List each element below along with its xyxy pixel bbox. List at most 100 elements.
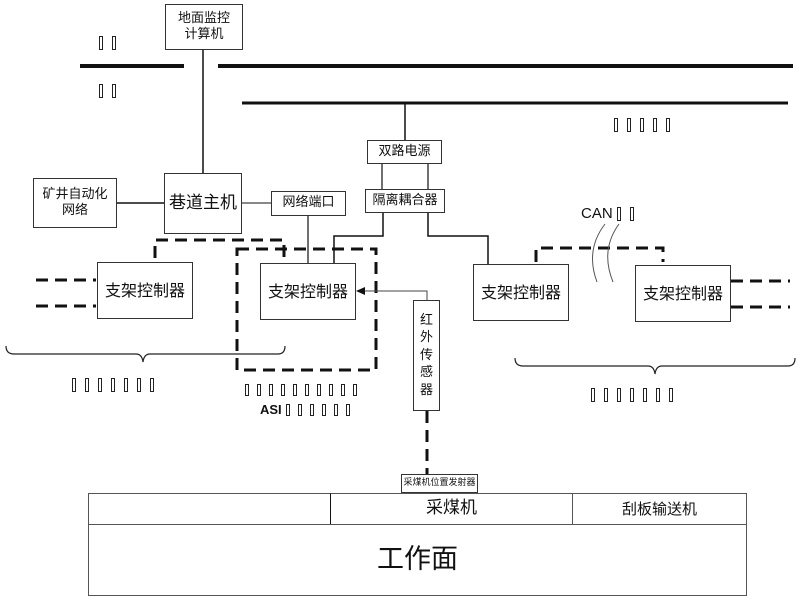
placeholder-glyph-icon bbox=[665, 118, 670, 132]
placeholder-glyph-icon bbox=[333, 403, 338, 416]
placeholder-glyph-icon bbox=[630, 206, 635, 221]
glyph-row-asi-upper bbox=[241, 384, 361, 396]
emitter-label: 采煤机位置发射器 bbox=[403, 477, 476, 488]
brace-right bbox=[514, 357, 796, 375]
support-controller-right2[interactable]: 支架控制器 bbox=[635, 265, 731, 322]
asi-text: ASI bbox=[260, 402, 282, 417]
placeholder-glyph-icon bbox=[305, 384, 309, 396]
shearer-position-emitter[interactable]: 采煤机位置发射器 bbox=[401, 474, 478, 493]
network-port[interactable]: 网络端口 bbox=[271, 191, 346, 216]
mine-network-line2: 网络 bbox=[61, 203, 88, 218]
working-face[interactable]: 工作面 bbox=[88, 524, 747, 596]
can-glyphs bbox=[613, 206, 639, 221]
placeholder-glyph-icon bbox=[98, 84, 103, 98]
sensor-char: 感 bbox=[419, 365, 433, 381]
controller-label: 支架控制器 bbox=[267, 281, 348, 301]
isolation-coupler[interactable]: 隔离耦合器 bbox=[365, 189, 445, 213]
placeholder-glyph-icon bbox=[111, 36, 116, 50]
sensor-char: 器 bbox=[419, 382, 433, 398]
placeholder-glyph-icon bbox=[613, 118, 618, 132]
placeholder-glyph-icon bbox=[123, 378, 128, 392]
dual-power-label: 双路电源 bbox=[378, 143, 431, 159]
support-controller-right1[interactable]: 支架控制器 bbox=[473, 264, 569, 321]
brace-left bbox=[5, 345, 286, 363]
shearer[interactable]: 采煤机 bbox=[330, 493, 573, 525]
placeholder-glyph-icon bbox=[341, 384, 345, 396]
dual-power-supply[interactable]: 双路电源 bbox=[367, 140, 442, 164]
glyph-row-bus-right bbox=[609, 118, 674, 132]
placeholder-glyph-icon bbox=[329, 384, 333, 396]
can-label: CAN bbox=[581, 205, 639, 222]
controller-label: 支架控制器 bbox=[642, 283, 723, 303]
sensor-char: 外 bbox=[419, 330, 433, 346]
support-controller-left[interactable]: 支架控制器 bbox=[97, 262, 193, 319]
can-arc-1 bbox=[592, 223, 606, 283]
placeholder-glyph-icon bbox=[257, 384, 261, 396]
working-face-label: 工作面 bbox=[377, 544, 458, 576]
support-controller-center[interactable]: 支架控制器 bbox=[260, 263, 356, 320]
dashed-enclosure bbox=[235, 247, 378, 372]
roadway-host-label: 巷道主机 bbox=[169, 192, 237, 213]
glyph-row-top-left-upper bbox=[94, 36, 120, 50]
placeholder-glyph-icon bbox=[668, 388, 673, 402]
network-port-label: 网络端口 bbox=[282, 195, 335, 211]
placeholder-glyph-icon bbox=[71, 378, 76, 392]
placeholder-glyph-icon bbox=[297, 403, 302, 416]
shearer-label: 采煤机 bbox=[426, 498, 477, 519]
isolation-coupler-label: 隔离耦合器 bbox=[372, 192, 438, 208]
controller-label: 支架控制器 bbox=[104, 280, 185, 300]
placeholder-glyph-icon bbox=[655, 388, 660, 402]
mine-automation-network[interactable]: 矿井自动化 网络 bbox=[33, 178, 117, 228]
placeholder-glyph-icon bbox=[245, 384, 249, 396]
dashed-link-right bbox=[534, 246, 665, 262]
placeholder-glyph-icon bbox=[626, 118, 631, 132]
placeholder-glyph-icon bbox=[149, 378, 154, 392]
placeholder-glyph-icon bbox=[111, 84, 116, 98]
asi-label: ASI bbox=[260, 402, 354, 417]
placeholder-glyph-icon bbox=[617, 206, 622, 221]
placeholder-glyph-icon bbox=[345, 403, 350, 416]
placeholder-glyph-icon bbox=[603, 388, 608, 402]
placeholder-glyph-icon bbox=[309, 403, 314, 416]
placeholder-glyph-icon bbox=[639, 118, 644, 132]
sensor-char: 传 bbox=[419, 347, 433, 363]
infrared-sensor[interactable]: 红 外 传 感 器 bbox=[413, 300, 440, 411]
placeholder-glyph-icon bbox=[98, 36, 103, 50]
roadway-host[interactable]: 巷道主机 bbox=[164, 173, 242, 234]
placeholder-glyph-icon bbox=[317, 384, 321, 396]
can-text: CAN bbox=[581, 205, 613, 222]
line-sensor-to-controller bbox=[363, 290, 428, 300]
controller-label: 支架控制器 bbox=[480, 282, 561, 302]
placeholder-glyph-icon bbox=[285, 403, 290, 416]
placeholder-glyph-icon bbox=[321, 403, 326, 416]
scraper-conveyor-label: 刮板输送机 bbox=[621, 499, 697, 518]
scraper-conveyor[interactable]: 刮板输送机 bbox=[572, 493, 747, 525]
ground-computer-line2: 计算机 bbox=[184, 27, 224, 42]
placeholder-glyph-icon bbox=[293, 384, 297, 396]
arrowhead-icon bbox=[356, 287, 365, 295]
ground-monitor-computer[interactable]: 地面监控 计算机 bbox=[165, 4, 243, 50]
placeholder-glyph-icon bbox=[269, 384, 273, 396]
asi-glyphs bbox=[282, 403, 354, 416]
placeholder-glyph-icon bbox=[616, 388, 621, 402]
placeholder-glyph-icon bbox=[353, 384, 357, 396]
placeholder-glyph-icon bbox=[136, 378, 141, 392]
placeholder-glyph-icon bbox=[97, 378, 102, 392]
ground-computer-line1: 地面监控 bbox=[177, 10, 230, 26]
placeholder-glyph-icon bbox=[652, 118, 657, 132]
placeholder-glyph-icon bbox=[629, 388, 634, 402]
placeholder-glyph-icon bbox=[281, 384, 285, 396]
glyph-row-left-group bbox=[67, 378, 158, 392]
sensor-char: 红 bbox=[419, 312, 433, 328]
placeholder-glyph-icon bbox=[110, 378, 115, 392]
line-coupler-to-right bbox=[427, 212, 489, 264]
placeholder-glyph-icon bbox=[642, 388, 647, 402]
mine-network-line1: 矿井自动化 bbox=[42, 186, 108, 202]
placeholder-glyph-icon bbox=[590, 388, 595, 402]
glyph-row-right-group bbox=[586, 388, 677, 402]
face-left-cell bbox=[88, 493, 331, 525]
placeholder-glyph-icon bbox=[84, 378, 89, 392]
glyph-row-top-left-lower bbox=[94, 84, 120, 98]
line-coupler-to-center bbox=[333, 212, 384, 264]
